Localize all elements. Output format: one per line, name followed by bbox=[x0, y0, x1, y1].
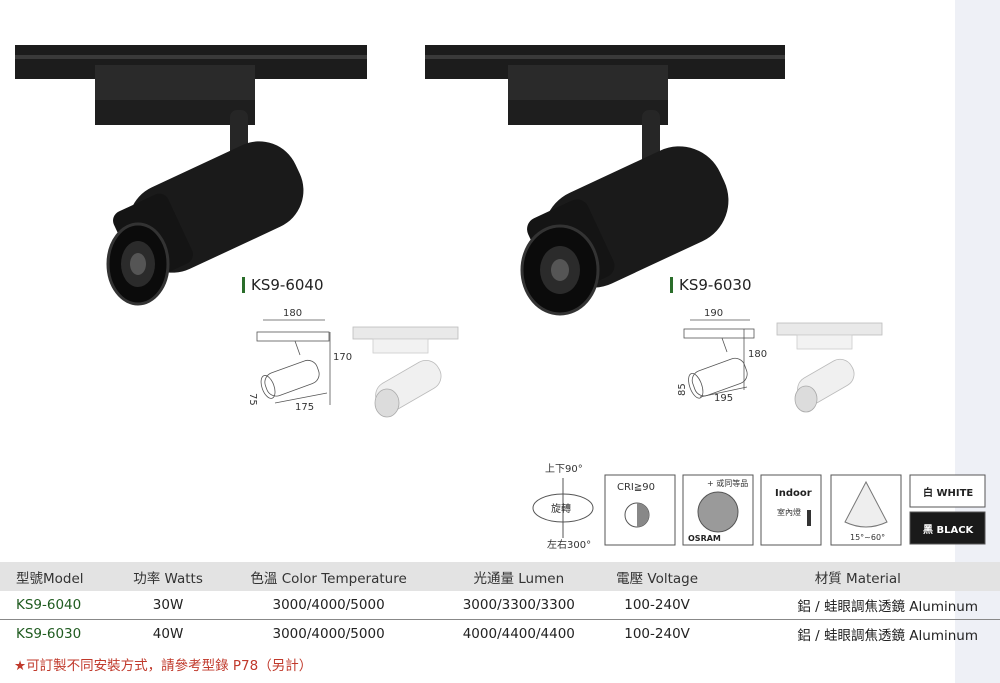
cell-lumen: 4000/4400/4400 bbox=[462, 626, 575, 642]
header-model: 型號Model bbox=[0, 562, 119, 591]
cell-model: KS9-6040 bbox=[0, 591, 119, 620]
model-label-text: KS9-6030 bbox=[679, 276, 752, 294]
dimension-drawing-ks9-6040: 180 170 75 175 bbox=[247, 308, 459, 418]
svg-text:上下90°: 上下90° bbox=[545, 463, 583, 475]
dim-length: 175 bbox=[295, 402, 314, 413]
model-label-bar bbox=[670, 277, 673, 293]
dim-diameter: 85 bbox=[677, 383, 688, 396]
cell-voltage: 100-240V bbox=[624, 626, 690, 642]
cell-model: KS9-6030 bbox=[16, 626, 82, 642]
table-row: KS9-6030 40W 3000/4000/5000 4000/4400/44… bbox=[0, 620, 1000, 649]
cell-lumen: 3000/3300/3300 bbox=[439, 591, 599, 620]
svg-text:OSRAM: OSRAM bbox=[688, 534, 721, 543]
dim-height: 170 bbox=[333, 352, 352, 363]
dim-width: 180 bbox=[283, 308, 302, 319]
rotation-icon: 上下90° 旋轉 左右300° bbox=[532, 463, 594, 551]
model-label-1: KS9-6040 bbox=[242, 276, 324, 294]
beam-angle-icon: 15°~60° bbox=[830, 474, 902, 546]
cell-color-temp: 3000/4000/5000 bbox=[272, 626, 385, 642]
header-watts: 功率 Watts bbox=[118, 562, 219, 591]
svg-text:+ 或同等品: + 或同等品 bbox=[707, 478, 748, 488]
cell-color-temp: 3000/4000/5000 bbox=[218, 591, 440, 620]
model-label-2: KS9-6030 bbox=[670, 276, 752, 294]
indoor-icon: Indoor 室內燈 bbox=[760, 474, 822, 546]
model-label-text: KS9-6040 bbox=[251, 276, 324, 294]
feature-icons: 上下90° 旋轉 左右300° CRI≧90 + 或同等品 OSRAM Indo… bbox=[532, 463, 986, 551]
table-header-row: 型號Model 功率 Watts 色溫 Color Temperature 光通… bbox=[0, 562, 1000, 591]
svg-text:CRI≧90: CRI≧90 bbox=[617, 482, 655, 493]
cell-voltage: 100-240V bbox=[598, 591, 716, 620]
header-material: 材質 Material bbox=[715, 562, 1000, 591]
cell-watts: 40W bbox=[152, 626, 184, 642]
svg-text:左右300°: 左右300° bbox=[547, 538, 591, 551]
header-lumen: 光通量 Lumen bbox=[439, 562, 599, 591]
spec-table: 型號Model 功率 Watts 色溫 Color Temperature 光通… bbox=[0, 562, 1000, 648]
cell-material: 鋁 / 蛙眼調焦透鏡 Aluminum bbox=[715, 591, 1000, 620]
cell-material: 鋁 / 蛙眼調焦透鏡 Aluminum bbox=[797, 628, 978, 644]
dim-width: 190 bbox=[704, 308, 723, 319]
table-row: KS9-6040 30W 3000/4000/5000 3000/3300/33… bbox=[0, 591, 1000, 620]
footnote: ★可訂製不同安裝方式，請參考型錄 P78（另計） bbox=[14, 658, 313, 674]
dim-height: 180 bbox=[748, 349, 767, 360]
cri-icon: CRI≧90 bbox=[604, 474, 676, 546]
svg-text:白 WHITE: 白 WHITE bbox=[923, 486, 973, 499]
svg-text:黑 BLACK: 黑 BLACK bbox=[923, 524, 975, 536]
svg-text:旋轉: 旋轉 bbox=[551, 502, 571, 515]
color-options-icon: 白 WHITE 黑 BLACK bbox=[909, 474, 986, 545]
svg-text:Indoor: Indoor bbox=[775, 488, 812, 499]
product-photo-ks9-6030 bbox=[425, 45, 785, 316]
osram-icon: + 或同等品 OSRAM bbox=[682, 474, 754, 546]
svg-text:15°~60°: 15°~60° bbox=[850, 533, 885, 542]
product-photo-ks9-6040 bbox=[15, 45, 367, 306]
dimension-drawing-ks9-6030: 190 180 85 195 bbox=[677, 308, 883, 413]
svg-text:室內燈: 室內燈 bbox=[777, 507, 801, 517]
dim-diameter: 75 bbox=[247, 393, 258, 406]
cell-watts: 30W bbox=[118, 591, 219, 620]
model-label-bar bbox=[242, 277, 245, 293]
header-color-temp: 色溫 Color Temperature bbox=[218, 562, 440, 591]
dim-length: 195 bbox=[714, 393, 733, 404]
header-voltage: 電壓 Voltage bbox=[598, 562, 716, 591]
